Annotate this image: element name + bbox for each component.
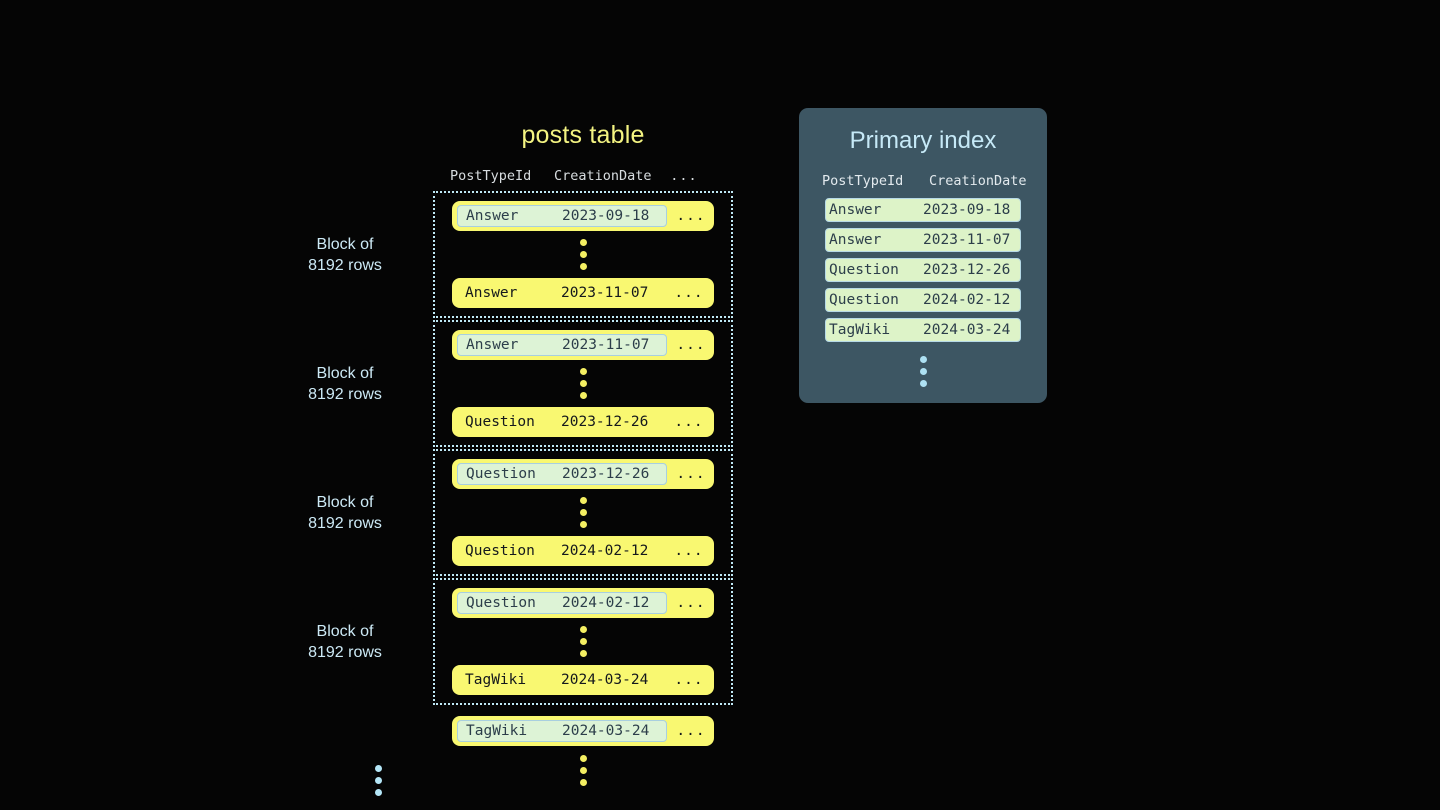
index-cell-creationdate: 2023-09-18: [923, 202, 1011, 218]
row-ellipsis-dots: [435, 489, 731, 536]
cell-creationdate: 2023-12-26: [561, 414, 649, 430]
cell-creationdate: 2023-12-26: [562, 466, 650, 482]
index-column-headers: PostTypeId CreationDate: [799, 173, 1047, 189]
cell-ellipsis: ...: [676, 208, 706, 224]
block-label: Block of 8192 rows: [280, 492, 410, 534]
row-ellipsis-dots: [435, 618, 731, 665]
table-row: TagWiki 2024-03-24 ...: [452, 716, 714, 746]
block-label-line1: Block of: [316, 364, 374, 382]
table-block: Block of 8192 rows Answer 2023-11-07 ...…: [308, 320, 733, 447]
cell-posttypeid: Answer: [466, 337, 519, 353]
index-column-header-posttypeid: PostTypeId: [822, 173, 904, 189]
cell-creationdate: 2024-02-12: [562, 595, 650, 611]
cell-ellipsis: ...: [674, 672, 704, 688]
cell-creationdate: 2023-09-18: [562, 208, 650, 224]
row-cells: Question 2024-02-12: [457, 541, 665, 561]
block-label: Block of 8192 rows: [280, 621, 410, 663]
primary-index-panel: Primary index PostTypeId CreationDate An…: [799, 108, 1047, 403]
index-cell-creationdate: 2024-02-12: [923, 292, 1011, 308]
cell-posttypeid: Answer: [466, 208, 519, 224]
posts-table-title: posts table: [521, 121, 645, 149]
cell-creationdate: 2024-02-12: [561, 543, 649, 559]
row-ellipsis-dots: [435, 231, 731, 278]
index-row: Question 2024-02-12: [825, 288, 1021, 312]
table-row: Question 2024-02-12 ...: [452, 536, 714, 566]
table-bottom-area: [375, 746, 733, 806]
posts-table-panel: posts table PostTypeId CreationDate ... …: [308, 120, 733, 806]
cell-posttypeid: TagWiki: [465, 672, 527, 688]
index-more-rows-dots: [799, 348, 1047, 395]
cell-creationdate: 2024-03-24: [562, 723, 650, 739]
table-block: Block of 8192 rows Question 2024-02-12 .…: [308, 578, 733, 705]
table-row: Answer 2023-09-18 ...: [452, 201, 714, 231]
row-key-highlight: Answer 2023-11-07: [457, 334, 667, 356]
more-blocks-dots: [375, 756, 382, 804]
cell-posttypeid: Answer: [465, 285, 518, 301]
table-row: Answer 2023-11-07 ...: [452, 330, 714, 360]
cell-creationdate: 2023-11-07: [562, 337, 650, 353]
cell-ellipsis: ...: [676, 337, 706, 353]
row-key-highlight: Answer 2023-09-18: [457, 205, 667, 227]
cell-ellipsis: ...: [676, 723, 706, 739]
index-cell-posttypeid: Question: [829, 292, 899, 308]
block-label-line1: Block of: [316, 235, 374, 253]
more-rows-dots: [433, 746, 733, 794]
index-cell-posttypeid: TagWiki: [829, 322, 891, 338]
row-ellipsis-dots: [435, 360, 731, 407]
cell-creationdate: 2024-03-24: [561, 672, 649, 688]
cell-posttypeid: Question: [466, 466, 536, 482]
index-cell-creationdate: 2023-12-26: [923, 262, 1011, 278]
index-column-header-creationdate: CreationDate: [929, 173, 1027, 189]
block-label-line1: Block of: [316, 622, 374, 640]
index-cell-posttypeid: Answer: [829, 232, 882, 248]
primary-index-title: Primary index: [849, 127, 997, 154]
index-cell-creationdate: 2023-11-07: [923, 232, 1011, 248]
index-cell-posttypeid: Answer: [829, 202, 882, 218]
cell-creationdate: 2023-11-07: [561, 285, 649, 301]
column-header-ellipsis: ...: [670, 168, 698, 184]
table-block: Block of 8192 rows Question 2023-12-26 .…: [308, 449, 733, 576]
block-label-line2: 8192 rows: [308, 643, 382, 661]
posts-table-column-headers: PostTypeId CreationDate ...: [433, 168, 733, 184]
column-header-creationdate: CreationDate: [554, 168, 652, 184]
block-label: Block of 8192 rows: [280, 363, 410, 405]
cell-ellipsis: ...: [674, 414, 704, 430]
row-key-highlight: Question 2024-02-12: [457, 592, 667, 614]
cell-posttypeid: Question: [466, 595, 536, 611]
index-row: Answer 2023-09-18: [825, 198, 1021, 222]
table-row: TagWiki 2024-03-24 ...: [452, 665, 714, 695]
block-label-line2: 8192 rows: [308, 256, 382, 274]
row-cells: Question 2023-12-26: [457, 412, 665, 432]
index-row: Answer 2023-11-07: [825, 228, 1021, 252]
row-key-highlight: Question 2023-12-26: [457, 463, 667, 485]
index-rows-list: Answer 2023-09-18 Answer 2023-11-07 Ques…: [799, 198, 1047, 342]
block-label: Block of 8192 rows: [280, 234, 410, 276]
column-header-posttypeid: PostTypeId: [450, 168, 532, 184]
table-row: Question 2024-02-12 ...: [452, 588, 714, 618]
index-row: Question 2023-12-26: [825, 258, 1021, 282]
cell-ellipsis: ...: [674, 285, 704, 301]
index-row: TagWiki 2024-03-24: [825, 318, 1021, 342]
row-key-highlight: TagWiki 2024-03-24: [457, 720, 667, 742]
block-label-line2: 8192 rows: [308, 514, 382, 532]
cell-ellipsis: ...: [676, 466, 706, 482]
cell-ellipsis: ...: [676, 595, 706, 611]
table-row: Question 2023-12-26 ...: [452, 407, 714, 437]
cell-ellipsis: ...: [674, 543, 704, 559]
table-row: Question 2023-12-26 ...: [452, 459, 714, 489]
cell-posttypeid: TagWiki: [466, 723, 528, 739]
row-cells: TagWiki 2024-03-24: [457, 670, 665, 690]
cell-posttypeid: Question: [465, 543, 535, 559]
index-cell-posttypeid: Question: [829, 262, 899, 278]
cell-posttypeid: Question: [465, 414, 535, 430]
table-block: Block of 8192 rows Answer 2023-09-18 ...…: [308, 191, 733, 318]
table-row: Answer 2023-11-07 ...: [452, 278, 714, 308]
block-label-line2: 8192 rows: [308, 385, 382, 403]
row-cells: Answer 2023-11-07: [457, 283, 665, 303]
block-label-line1: Block of: [316, 493, 374, 511]
index-cell-creationdate: 2024-03-24: [923, 322, 1011, 338]
